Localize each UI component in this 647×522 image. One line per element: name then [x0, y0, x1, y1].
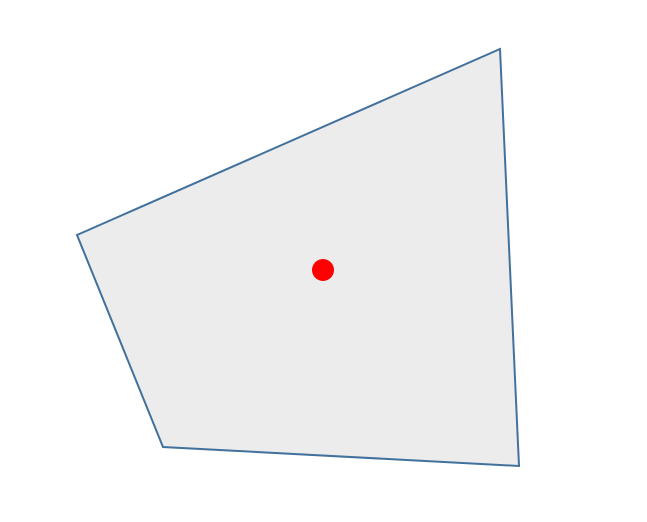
quadrilateral-shape: [75, 47, 521, 468]
centroid-point: [312, 259, 334, 281]
